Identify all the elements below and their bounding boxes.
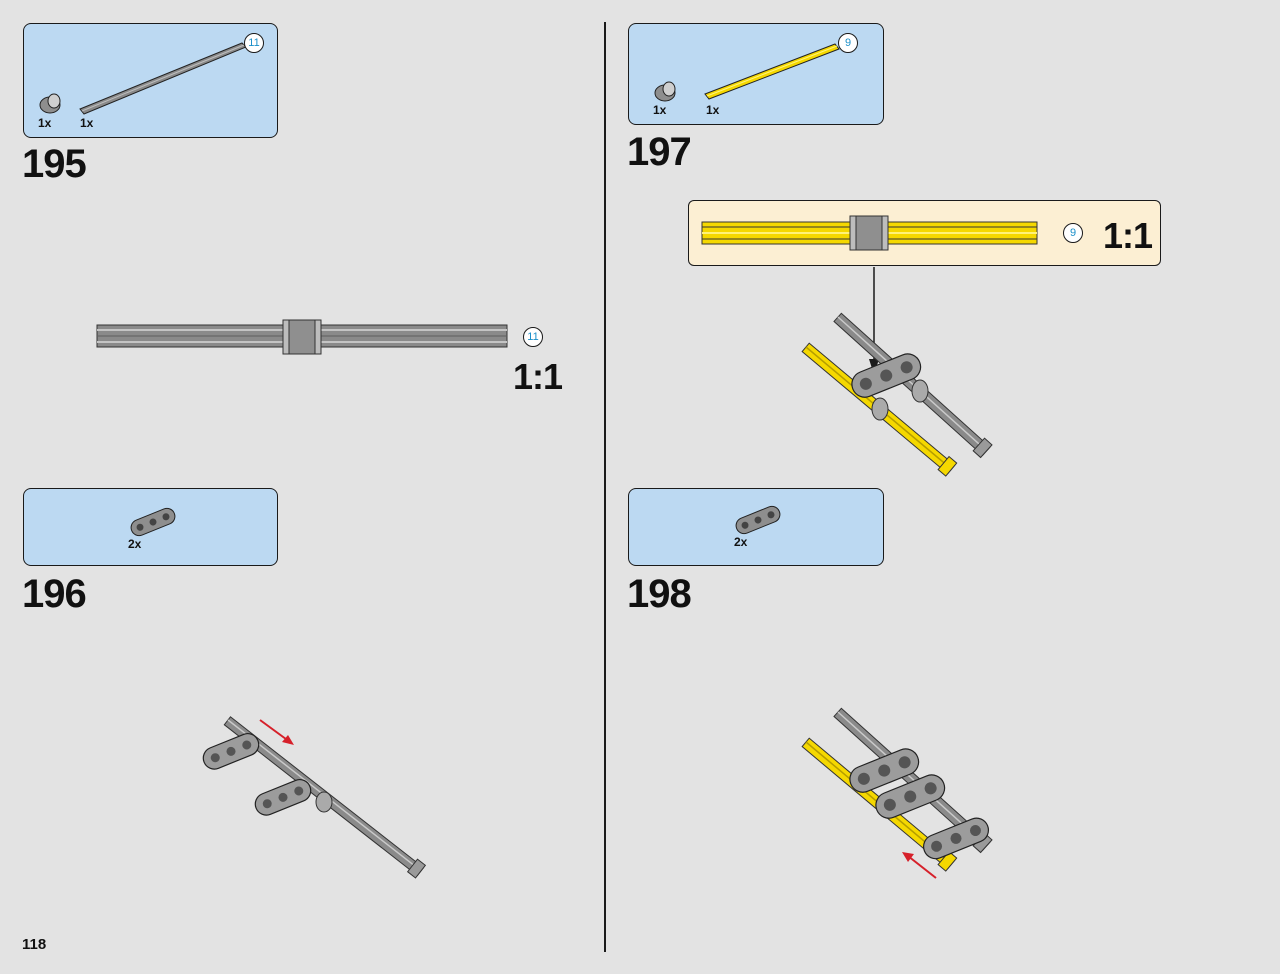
yellow-axle-part-image <box>704 43 840 100</box>
axle-length-badge: 11 <box>244 33 264 53</box>
step-196-assembly-image <box>202 716 427 879</box>
scale-label-197: 1:1 <box>1103 215 1153 256</box>
liftarm-quantity: 2x <box>128 537 142 551</box>
yellow-axle-with-bush-1to1-image <box>701 215 1038 251</box>
grey-axle-part-image <box>79 42 247 115</box>
liftarm-part-image <box>130 507 176 537</box>
callout-length-badge-197: 9 <box>1063 223 1083 243</box>
axle-with-bush-1to1-image <box>96 319 508 355</box>
step-number-195: 195 <box>22 142 87 186</box>
page-divider <box>604 22 606 952</box>
callout-length-badge-195: 11 <box>523 327 543 347</box>
bush-quantity: 1x <box>38 116 52 130</box>
step-number-197: 197 <box>627 130 692 174</box>
parts-box-step-195: 1x 11 1x <box>23 23 278 138</box>
bush-part-image <box>654 81 676 102</box>
parts-box-step-198: 2x <box>628 488 884 566</box>
parts-box-step-196: 2x <box>23 488 278 566</box>
scale-label-195: 1:1 <box>513 356 563 397</box>
axle-length-badge: 9 <box>838 33 858 53</box>
liftarm-quantity: 2x <box>734 535 748 549</box>
grey-axle-quantity: 1x <box>80 116 94 130</box>
callout-box-step-197: 9 1:1 <box>688 200 1161 266</box>
step-number-198: 198 <box>627 572 692 616</box>
step-number-196: 196 <box>22 572 87 616</box>
parts-box-step-197: 1x 9 1x <box>628 23 884 125</box>
bush-part-image <box>39 93 61 114</box>
page-number: 118 <box>22 936 47 953</box>
bush-quantity: 1x <box>653 103 667 117</box>
step-198-assembly-image <box>801 707 993 879</box>
yellow-axle-quantity: 1x <box>706 103 720 117</box>
step-197-assembly-image <box>801 267 993 477</box>
liftarm-part-image <box>735 505 781 535</box>
